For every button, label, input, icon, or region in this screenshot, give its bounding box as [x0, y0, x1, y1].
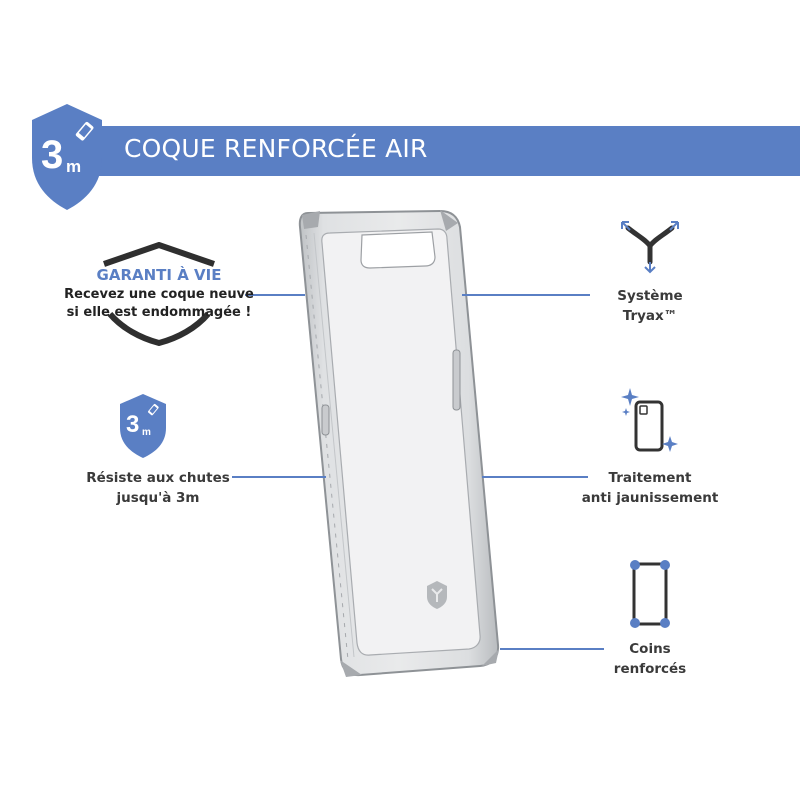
connector-line-drop	[232, 476, 326, 478]
badge-unit: m	[66, 157, 81, 176]
tryax-label: Système Tryax™	[570, 286, 730, 326]
tryax-icon	[621, 221, 679, 274]
drop-resistance-shield-icon: 3 m	[120, 394, 166, 458]
corners-line-1: Coins	[629, 641, 671, 657]
corners-line-2: renforcés	[613, 661, 687, 677]
drop-line-2: jusqu'à 3m	[116, 490, 200, 506]
phone-case-illustration	[298, 209, 500, 677]
connector-line-tryax	[462, 294, 590, 296]
corners-label: Coins renforcés	[570, 639, 730, 679]
drop-badge-number: 3	[126, 411, 139, 438]
warranty-text: Recevez une coque neuve si elle est endo…	[34, 286, 284, 322]
drop-height-shield-badge: 3 m	[32, 104, 102, 210]
phone-drop-icon	[75, 121, 94, 141]
warranty-shield-icon	[103, 242, 215, 346]
connector-line-corners	[500, 648, 604, 650]
warranty-title: GARANTI À VIE	[96, 266, 222, 284]
brand-logo	[427, 581, 447, 609]
header-banner	[58, 126, 800, 176]
connector-line-warranty	[245, 294, 305, 296]
yellowing-line-1: Traitement	[608, 470, 692, 486]
tryax-line-2: Tryax™	[622, 308, 678, 324]
reinforced-corners-icon	[630, 560, 670, 628]
yellowing-line-2: anti jaunissement	[581, 490, 719, 506]
page-title: COQUE RENFORCÉE AIR	[124, 134, 428, 163]
warranty-line-1: Recevez une coque neuve	[64, 287, 254, 302]
connector-line-yellowing	[482, 476, 588, 478]
sparkle-phone-icon	[621, 388, 678, 452]
yellowing-label: Traitement anti jaunissement	[570, 468, 730, 508]
badge-number: 3	[41, 133, 63, 177]
drop-badge-unit: m	[142, 427, 151, 438]
tryax-line-1: Système	[617, 288, 683, 304]
drop-resistance-label: Résiste aux chutes jusqu'à 3m	[58, 468, 258, 508]
warranty-line-2: si elle est endommagée !	[66, 305, 252, 320]
drop-line-1: Résiste aux chutes	[86, 470, 230, 486]
